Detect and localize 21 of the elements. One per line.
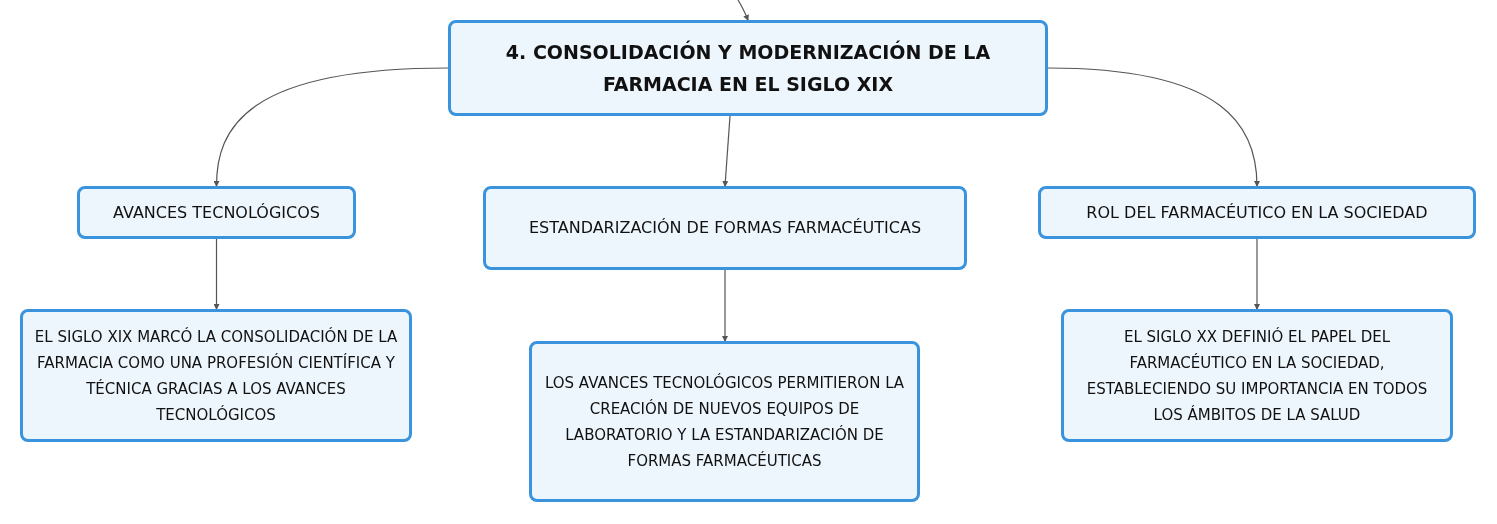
description-box (1061, 309, 1453, 442)
node-text: ROL DEL FARMACÉUTICO EN LA SOCIEDAD (1086, 201, 1428, 224)
description-box (529, 341, 920, 502)
subtopic-box (77, 186, 356, 239)
node-text: 4. CONSOLIDACIÓN Y MODERNIZACIÓN DE LA FARMACIA EN EL SIGLO XIX (504, 39, 992, 97)
connector-arrow (1254, 238, 1260, 310)
node-text: ESTANDARIZACIÓN DE FORMAS FARMACÉUTICAS (528, 217, 922, 239)
topic-box (448, 20, 1048, 116)
node-text: EL SIGLO XX DEFINIÓ EL PAPEL DEL FARMACÉUTICO EN LA SOCIEDAD, ESTABLECIENDO SU IMPORTANCIA EN TODOS LOS ÁMBITOS DE LA SALUD (1085, 326, 1429, 426)
connector-arrow (722, 115, 731, 187)
node-text: EL SIGLO XIX MARCÓ LA CONSOLIDACIÓN DE LA FARMACIA COMO UNA PROFESIÓN CIENTÍFICA Y TÉCNICA GRACIAS A LOS AVANCES TECNOLÓGICOS (33, 326, 399, 426)
node-text: LOS AVANCES TECNOLÓGICOS PERMITIERON LA CREACIÓN DE NUEVOS EQUIPOS DE LABORATORIO Y LA ESTANDARIZACIÓN DE FORMAS FARMACÉUTICAS (543, 372, 906, 472)
connector-arrow (213, 238, 220, 310)
description-box (20, 309, 412, 442)
node-text: AVANCES TECNOLÓGICOS (113, 201, 320, 224)
subtopic-box (1038, 186, 1476, 239)
connector-arrow (737, 0, 749, 21)
subtopic-box (483, 186, 967, 270)
connector-arrow (1047, 67, 1260, 187)
connector-arrow (722, 269, 728, 342)
connector-arrow (213, 67, 449, 187)
